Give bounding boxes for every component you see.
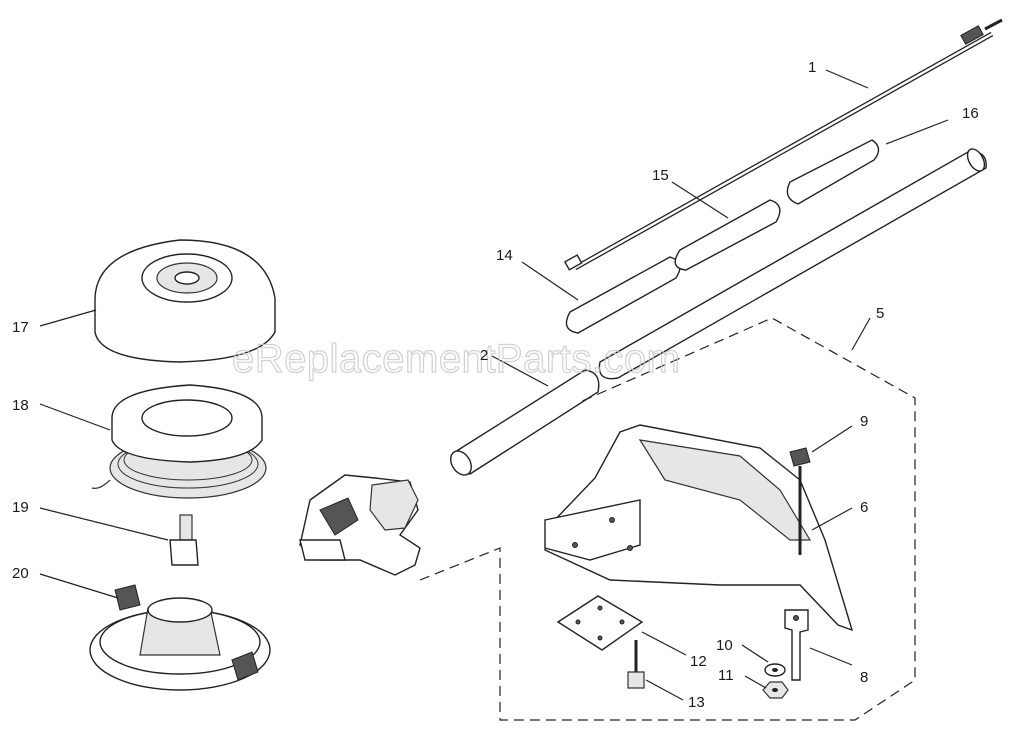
part-guard: [544, 424, 854, 632]
part-washer-nut: [762, 663, 789, 699]
part-drive-shaft: [563, 18, 1003, 271]
part-gear-head: [299, 474, 421, 576]
part-adapter-19: [169, 514, 199, 566]
callout-9: 9: [860, 413, 868, 430]
callout-14: 14: [496, 247, 513, 264]
leader-lines: [39, 69, 949, 701]
callout-17: 17: [12, 319, 29, 336]
part-grip-sleeves: [565, 139, 880, 334]
part-screw-13: [627, 640, 645, 689]
callout-1: 1: [808, 59, 816, 76]
part-lower-tube: [450, 369, 600, 476]
part-plate-12: [556, 595, 644, 651]
part-bolt-9: [789, 447, 811, 555]
callout-8: 8: [860, 669, 868, 686]
callout-11: 11: [718, 667, 734, 684]
callout-19: 19: [12, 499, 29, 516]
callout-13: 13: [688, 694, 705, 711]
part-spool: [91, 384, 267, 499]
callout-18: 18: [12, 397, 29, 414]
callout-12: 12: [690, 653, 707, 670]
part-spool-cover: [94, 239, 276, 363]
callout-5: 5: [876, 305, 884, 322]
part-hub-20: [89, 584, 271, 691]
callout-15: 15: [652, 167, 669, 184]
assembly-boundary: [419, 317, 916, 721]
callout-10: 10: [716, 637, 733, 654]
callout-16: 16: [962, 105, 979, 122]
callout-labels: 1 2 5 6 8 9 10 11 12 13 14 15 16 17 18 1…: [12, 59, 979, 711]
part-bracket-8: [784, 609, 809, 681]
watermark: eReplacementParts.com: [232, 337, 680, 381]
callout-2: 2: [480, 347, 488, 364]
part-outer-tube: [598, 148, 987, 380]
callout-20: 20: [12, 565, 29, 582]
callout-6: 6: [860, 499, 868, 516]
